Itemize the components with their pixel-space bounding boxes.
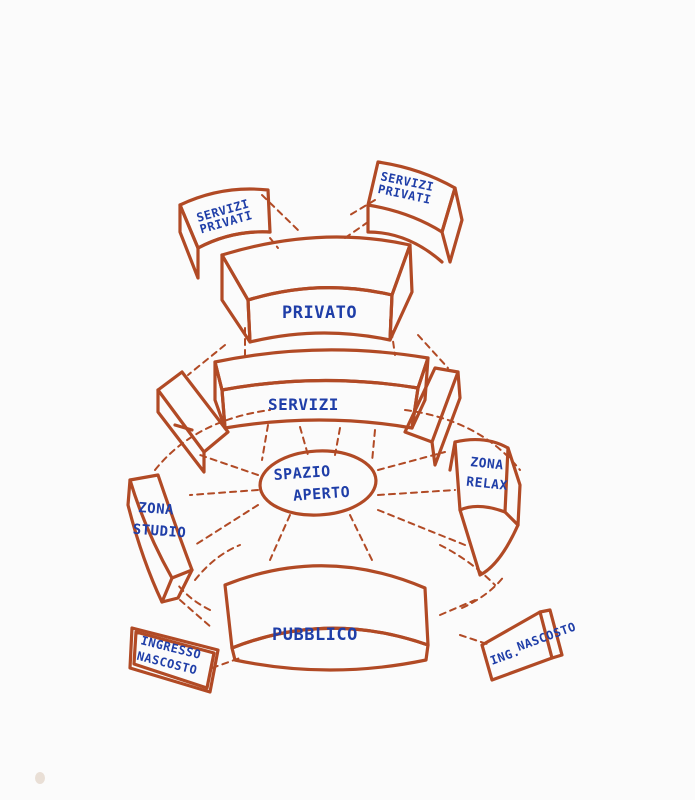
- servizi-privati-left-block: SERVIZI PRIVATI: [178, 187, 272, 280]
- pubblico-block: PUBBLICO: [223, 564, 430, 672]
- connection-lines: [154, 194, 521, 669]
- spazio-aperto-block: SPAZIO APERTO: [258, 449, 378, 517]
- servizi-side-left-block: [156, 370, 230, 474]
- zona-studio-block: ZONA STUDIO: [126, 473, 194, 604]
- privato-label: PRIVATO: [282, 303, 357, 323]
- zona-relax-block: ZONA RELAX: [448, 437, 522, 577]
- svg-text:ZONA STUDIO: ZONA STUDIO: [132, 500, 188, 542]
- paper-spot: [35, 772, 45, 784]
- zona-studio-label-2: STUDIO: [132, 522, 187, 542]
- zona-relax-label-2: RELAX: [466, 475, 509, 494]
- svg-text:SERVIZI PRIVATI: SERVIZI PRIVATI: [195, 194, 262, 236]
- svg-text:SERVIZI PRIVATI: SERVIZI PRIVATI: [377, 169, 443, 208]
- spazio-aperto-label-2: APERTO: [293, 483, 351, 505]
- zona-relax-label-1: ZONA: [470, 455, 505, 473]
- servizi-label: SERVIZI: [268, 395, 339, 414]
- svg-text:SPAZIO APERTO: SPAZIO APERTO: [273, 461, 351, 506]
- svg-text:ZONA RELAX: ZONA RELAX: [466, 455, 513, 494]
- svg-text:ING. NASCOSTO: ING. NASCOSTO: [487, 620, 579, 668]
- privato-block: PRIVATO: [220, 235, 414, 344]
- ingresso-nascosto-left-block: INGRESSO NASCOSTO: [128, 626, 220, 694]
- pubblico-label: PUBBLICO: [272, 625, 358, 645]
- zona-studio-label-1: ZONA: [138, 500, 175, 518]
- ingresso-nascosto-right-label-2: NASCOSTO: [515, 620, 578, 654]
- ingresso-nascosto-right-block: ING. NASCOSTO: [480, 608, 579, 682]
- servizi-privati-right-block: SERVIZI PRIVATI: [366, 160, 464, 264]
- spazio-aperto-label-1: SPAZIO: [273, 462, 331, 484]
- servizi-block: SERVIZI: [213, 348, 430, 430]
- servizi-side-right-block: [403, 366, 462, 467]
